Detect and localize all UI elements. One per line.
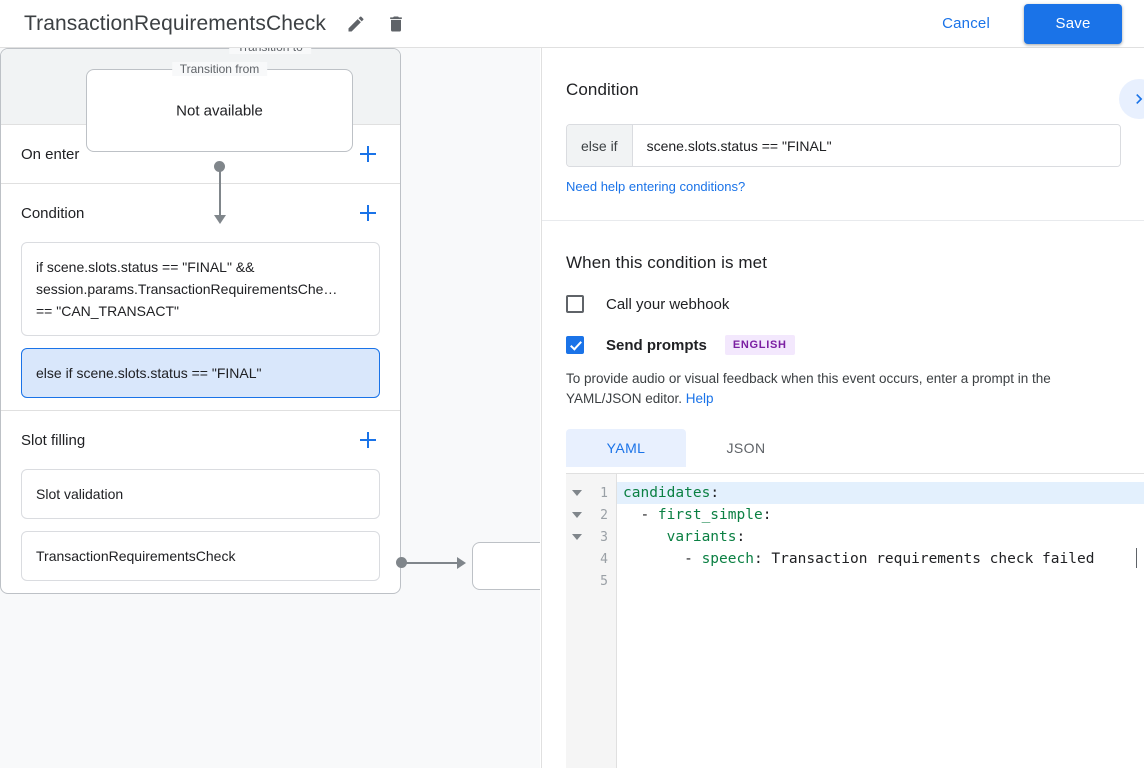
line-number: 5	[600, 573, 608, 589]
plus-icon-slot-filling[interactable]	[356, 428, 380, 452]
gutter-line: 5	[566, 570, 616, 592]
transition-from-card: Transition from Not available	[86, 62, 353, 152]
section-header-slot-filling: Slot filling	[1, 411, 400, 469]
condition-item-else-if[interactable]: else if scene.slots.status == "FINAL"	[21, 348, 380, 398]
code-line[interactable]	[617, 570, 1144, 592]
panel-when-met-section: When this condition is met Call your web…	[542, 221, 1144, 467]
plus-icon-on-enter[interactable]	[356, 142, 380, 166]
yaml-editor[interactable]: 1 2 3 4 5 candidates: - first_simple: varian…	[566, 473, 1144, 768]
webhook-checkbox[interactable]	[566, 295, 584, 313]
gutter-line: 1	[566, 482, 616, 504]
code-line[interactable]: candidates:	[617, 482, 1144, 504]
editor-gutter: 1 2 3 4 5	[566, 474, 617, 768]
panel-heading-condition: Condition	[566, 80, 639, 99]
transition-from-value: Not available	[176, 102, 263, 119]
transition-from-legend: Transition from	[171, 62, 268, 76]
fold-caret-icon[interactable]	[572, 512, 582, 518]
section-label-slot-filling: Slot filling	[21, 431, 86, 449]
condition-help-link[interactable]: Need help entering conditions?	[566, 179, 746, 194]
transition-to-card: Transition to TransactionRequirementsChe…	[0, 48, 401, 594]
editor-code-area[interactable]: candidates: - first_simple: variants: - …	[617, 474, 1144, 768]
connector-line-vertical	[219, 166, 221, 218]
plus-icon-condition[interactable]	[356, 201, 380, 225]
gutter-line: 2	[566, 504, 616, 526]
code-line[interactable]: variants:	[666, 529, 746, 545]
panel-heading-when-met: When this condition is met	[566, 253, 768, 272]
language-badge: ENGLISH	[724, 335, 795, 355]
section-on-enter: On enter	[1, 125, 400, 184]
trash-icon[interactable]	[380, 8, 412, 40]
webhook-row[interactable]: Call your webhook	[566, 295, 1121, 313]
tab-yaml[interactable]: YAML	[566, 429, 686, 467]
line-number: 1	[600, 485, 608, 501]
prompts-hint-text: To provide audio or visual feedback when…	[566, 371, 1051, 406]
line-number: 4	[600, 551, 608, 567]
flow-canvas[interactable]: Transition from Not available Transition…	[0, 48, 540, 768]
gutter-line: 4	[566, 548, 616, 570]
transition-to-legend: Transition to	[229, 48, 311, 54]
line-number: 2	[600, 507, 608, 523]
panel-condition-section: Condition else if Need help entering con…	[542, 48, 1144, 220]
fold-caret-icon[interactable]	[572, 534, 582, 540]
connector-arrow-right	[457, 556, 466, 569]
save-button[interactable]: Save	[1024, 3, 1122, 44]
gutter-line: 3	[566, 526, 616, 548]
section-header-condition: Condition	[1, 184, 400, 242]
send-prompts-label: Send prompts	[606, 336, 707, 354]
target-node-card[interactable]	[472, 542, 540, 590]
text-caret	[1136, 548, 1137, 568]
webhook-label: Call your webhook	[606, 295, 730, 313]
chevron-right-icon[interactable]	[1119, 79, 1144, 119]
section-slot-filling: Slot filling Slot validation Transaction…	[1, 411, 400, 581]
condition-item-if[interactable]: if scene.slots.status == "FINAL" && sess…	[21, 242, 380, 336]
code-line[interactable]: - speech: Transaction requirements check…	[623, 551, 1095, 567]
cancel-button[interactable]: Cancel	[932, 7, 1000, 40]
page-title: TransactionRequirementsCheck	[24, 11, 326, 35]
send-prompts-row[interactable]: Send prompts ENGLISH	[566, 335, 1121, 355]
condition-field[interactable]: else if	[566, 124, 1121, 167]
slot-filling-item-transaction[interactable]: TransactionRequirementsCheck	[21, 531, 380, 581]
send-prompts-checkbox[interactable]	[566, 336, 584, 354]
connector-arrow-down	[213, 215, 226, 224]
line-number: 3	[600, 529, 608, 545]
code-line[interactable]: - first_simple:	[623, 507, 772, 523]
prompts-hint: To provide audio or visual feedback when…	[566, 369, 1121, 409]
fold-caret-icon[interactable]	[572, 490, 582, 496]
section-header-on-enter: On enter	[1, 125, 400, 183]
condition-input[interactable]	[632, 125, 1120, 166]
panel-divider	[542, 220, 1144, 221]
section-condition: Condition if scene.slots.status == "FINA…	[1, 184, 400, 411]
tab-json[interactable]: JSON	[726, 440, 766, 456]
prompts-help-link[interactable]: Help	[685, 391, 714, 406]
app-header: TransactionRequirementsCheck Cancel Save	[0, 0, 1144, 48]
condition-prefix: else if	[567, 125, 633, 166]
connector-line-horizontal	[401, 562, 457, 564]
slot-filling-item-validation[interactable]: Slot validation	[21, 469, 380, 519]
section-label-on-enter: On enter	[21, 145, 80, 163]
pencil-icon[interactable]	[340, 8, 372, 40]
editor-tabs: YAML JSON	[566, 429, 1121, 467]
section-label-condition: Condition	[21, 204, 85, 222]
